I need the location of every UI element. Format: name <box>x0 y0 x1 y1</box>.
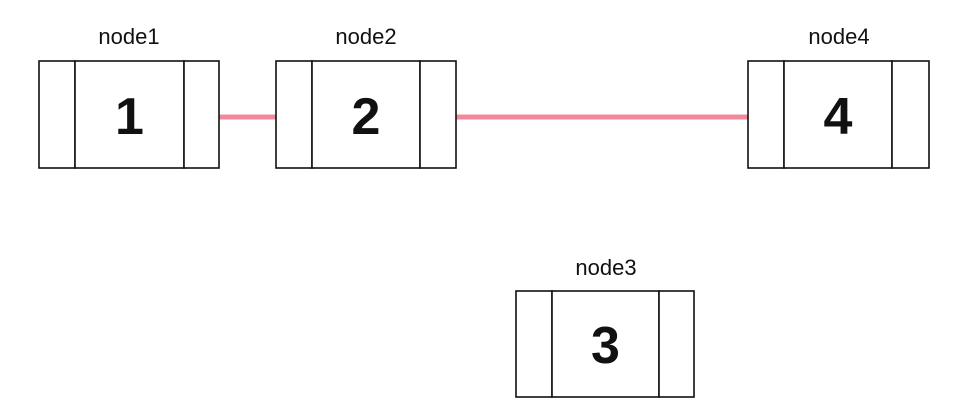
node-caption: node4 <box>808 24 869 49</box>
prev-pointer-cell <box>38 60 76 169</box>
value-cell <box>783 60 893 169</box>
node-caption: node1 <box>98 24 159 49</box>
prev-pointer-cell <box>747 60 785 169</box>
prev-pointer-cell <box>515 290 553 398</box>
value-cell <box>311 60 421 169</box>
node-caption: node2 <box>335 24 396 49</box>
node-node4: node4 4 <box>747 24 930 169</box>
next-pointer-cell <box>891 60 930 169</box>
value-cell <box>551 290 660 398</box>
node-value: 2 <box>352 88 381 146</box>
node-node3: node3 3 <box>515 255 695 398</box>
node-node2: node2 2 <box>275 24 457 169</box>
node-caption: node3 <box>575 255 636 280</box>
node-value: 3 <box>591 317 620 375</box>
next-pointer-cell <box>658 290 695 398</box>
value-cell <box>74 60 185 169</box>
prev-pointer-cell <box>275 60 313 169</box>
node-value: 1 <box>115 88 144 146</box>
next-pointer-cell <box>183 60 220 169</box>
next-pointer-cell <box>419 60 457 169</box>
node-node1: node1 1 <box>38 24 220 169</box>
node-value: 4 <box>824 88 853 146</box>
